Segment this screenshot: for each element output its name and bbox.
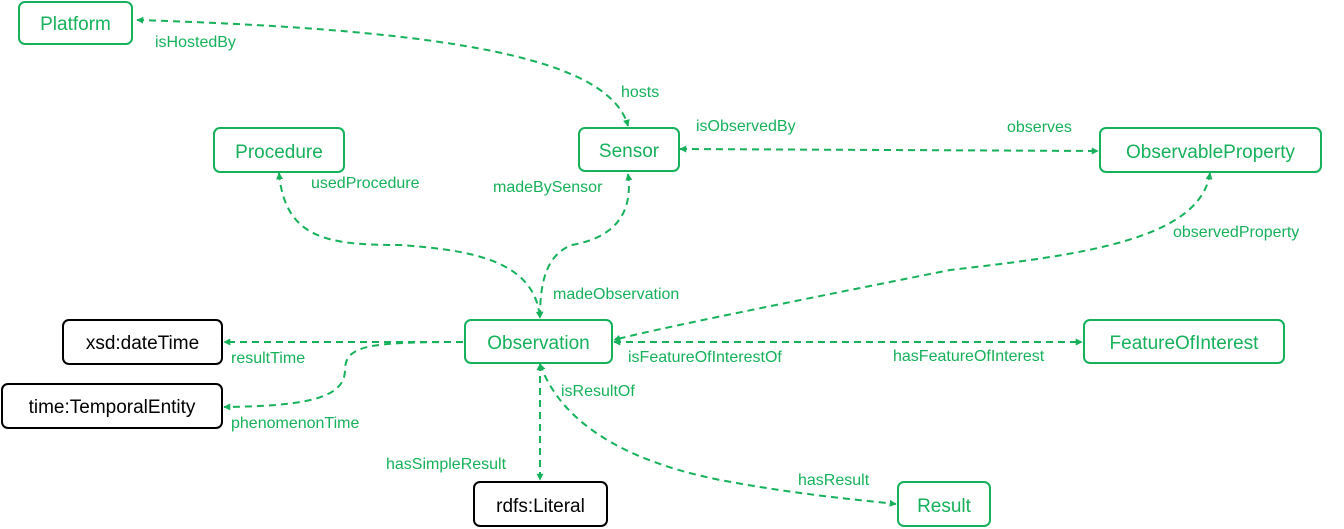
edge-label-phenomenon-time: phenomenonTime [231, 415, 359, 432]
node-feature-of-interest-label: FeatureOfInterest [1110, 333, 1260, 354]
node-rdfs-literal[interactable]: rdfs:Literal [473, 481, 608, 527]
node-sensor-label: Sensor [599, 141, 660, 162]
node-observable-property[interactable]: ObservableProperty [1099, 127, 1322, 173]
node-rdfs-literal-label: rdfs:Literal [496, 496, 585, 517]
edge-procedure-observation [276, 172, 543, 319]
edge-label-observed-property: observedProperty [1173, 224, 1299, 241]
node-xsd-datetime[interactable]: xsd:dateTime [62, 319, 223, 365]
edges [136, 16, 1213, 507]
node-platform[interactable]: Platform [18, 1, 133, 45]
edge-label-has-simple-result: hasSimpleResult [386, 456, 507, 473]
node-xsd-datetime-label: xsd:dateTime [86, 333, 199, 354]
node-platform-label: Platform [40, 14, 111, 35]
edge-label-has-feature-of-interest: hasFeatureOfInterest [893, 348, 1045, 365]
node-sensor[interactable]: Sensor [578, 127, 680, 172]
edge-observation-temporal-entity [223, 341, 464, 411]
edge-label-hosts: hosts [621, 84, 659, 101]
node-observation[interactable]: Observation [464, 319, 613, 364]
node-temporal-entity-label: time:TemporalEntity [29, 397, 196, 418]
edge-sensor-observable-property [679, 145, 1099, 155]
edge-label-is-result-of: isResultOf [561, 383, 635, 400]
node-procedure[interactable]: Procedure [213, 127, 345, 173]
edge-labels: isHostedBy hosts isObservedBy observes u… [155, 34, 1299, 489]
edge-label-has-result: hasResult [798, 472, 870, 489]
node-observation-label: Observation [487, 333, 589, 354]
edge-label-used-procedure: usedProcedure [311, 175, 420, 192]
edge-observable-property-observation [613, 172, 1213, 342]
edge-observation-result [538, 363, 897, 507]
nodes: Platform Sensor Procedure ObservableProp… [1, 1, 1322, 527]
node-result[interactable]: Result [897, 481, 991, 527]
node-observable-property-label: ObservableProperty [1126, 142, 1295, 163]
edge-label-is-hosted-by: isHostedBy [155, 34, 236, 51]
node-result-label: Result [917, 496, 972, 517]
edge-label-is-feature-of-interest-of: isFeatureOfInterestOf [628, 349, 782, 366]
edge-platform-sensor [136, 16, 630, 127]
edge-label-made-by-sensor: madeBySensor [493, 179, 603, 196]
node-feature-of-interest[interactable]: FeatureOfInterest [1083, 319, 1285, 364]
edge-label-result-time: resultTime [231, 350, 305, 367]
edge-label-observes: observes [1007, 119, 1072, 136]
edge-label-made-observation: madeObservation [553, 286, 679, 303]
node-procedure-label: Procedure [235, 142, 323, 163]
edge-label-is-observed-by: isObservedBy [696, 118, 796, 135]
node-temporal-entity[interactable]: time:TemporalEntity [1, 383, 223, 429]
